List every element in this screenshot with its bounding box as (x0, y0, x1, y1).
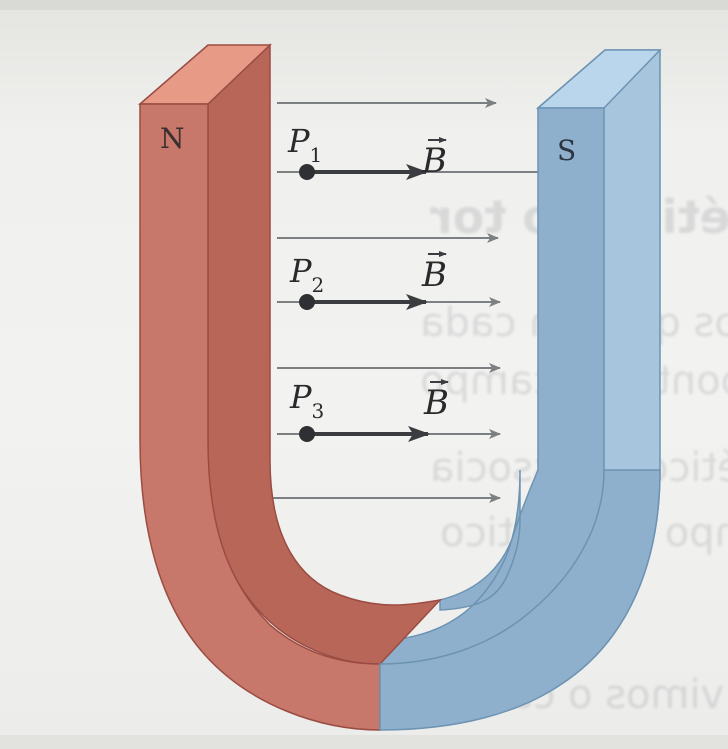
south-arm-bottom (379, 469, 661, 731)
point-p1-subscript: 1 (310, 143, 323, 167)
vector-b3-label: B (423, 383, 449, 423)
point-p1-group: P1 B (287, 122, 447, 181)
vector-b1-label: B (421, 141, 447, 181)
point-p3-subscript: 3 (312, 399, 325, 423)
point-p3-group: P3 B (289, 378, 449, 442)
point-p2-subscript: 2 (312, 273, 325, 297)
point-p3-dot (299, 426, 315, 442)
point-p3-label: P3 (289, 378, 324, 423)
point-p3-letter: P (289, 378, 312, 416)
south-pole-label: S (557, 134, 576, 167)
page-edge-bottom (0, 735, 728, 749)
page-edge-top (0, 0, 728, 10)
point-p1-dot (299, 164, 315, 180)
point-p2-dot (299, 294, 315, 310)
vector-b2-label: B (421, 255, 447, 295)
point-p2-letter: P (289, 252, 312, 290)
point-p2-group: P2 B (289, 251, 447, 310)
point-p1-label: P1 (287, 122, 322, 167)
north-arm-side (207, 43, 443, 665)
point-p2-label: P2 (289, 252, 324, 297)
north-pole-label: N (160, 122, 185, 155)
point-p1-letter: P (287, 122, 310, 160)
